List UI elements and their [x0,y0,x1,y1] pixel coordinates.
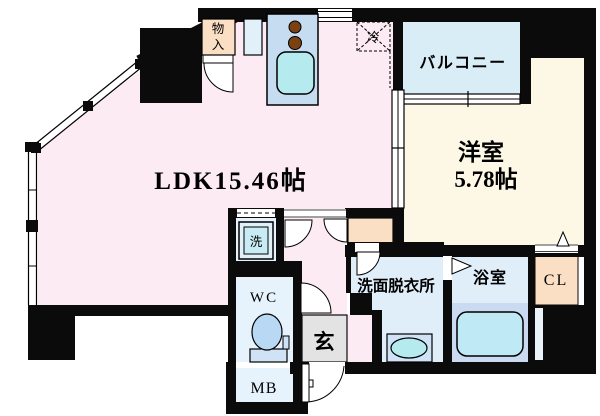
wall-segment [520,12,584,58]
toilet-bowl [251,313,283,351]
stove-burner [288,36,302,50]
labels: LDK15.46帖 洋室 5.78帖 バルコニー 洗面脱衣所 浴室 CL WC … [154,22,568,397]
wall-segment [443,250,452,363]
wall-segment [290,362,584,374]
opening-entrance [309,362,345,374]
wall-segment [293,277,302,362]
wall-segment [226,402,308,414]
pipe-strip [535,308,543,360]
opening-washroom [355,243,379,252]
label-washer: 洗 [250,235,263,249]
room-western [404,58,584,245]
wall-segment [535,305,584,363]
label-western-size: 5.78帖 [454,167,517,192]
label-storage-line1: 物 [212,22,225,36]
wall-segment [350,293,372,315]
label-entrance: 玄 [314,330,335,354]
room-entrance [301,314,348,363]
meter-box-area [236,368,293,402]
stove-burner [288,20,302,34]
label-storage-line2: 入 [212,38,225,52]
window-top [318,9,352,21]
wall-segment [528,250,535,363]
wall-segment [520,58,531,104]
door-washroom [356,251,381,276]
label-western-room: 洋室 [458,139,504,165]
door-storage-top [203,62,234,93]
opening-closet [535,244,578,253]
wall-segment [276,218,284,263]
storage-box-hall [347,217,394,247]
label-wc: WC [250,290,278,306]
refrigerator-space [356,21,391,88]
label-meter-box: MB [251,380,278,397]
wall-segment [372,310,382,363]
storage-box-top [201,18,236,56]
washer-machine [243,226,269,255]
wall-segment [584,8,596,374]
toilet-tank [249,348,288,363]
wall-segment [346,252,351,293]
wall-segment [226,362,236,414]
entrance-door-handle [308,379,314,388]
wall-segment [345,208,404,218]
fixtures [201,13,524,363]
entrance-door-leaf [301,363,310,403]
label-ldk: LDK15.46帖 [154,167,307,195]
wall-segment [28,305,230,316]
wall-segment [393,12,403,90]
door-storage-hall [323,218,348,243]
label-bathroom: 浴室 [473,268,507,287]
wall-segment [228,208,236,372]
entrance-door-swing [306,365,345,403]
door-wc [300,282,332,314]
wall-segment [28,305,75,360]
closet-door-marker [556,230,570,247]
bath-door-gap [443,256,452,280]
label-closet: CL [544,272,568,289]
room-balcony [402,12,520,96]
vanity-basin [390,337,428,359]
wall-segment [393,208,404,257]
hall-strip [346,315,372,362]
wall-segment [347,242,444,252]
door-hallway [284,219,313,248]
doors [202,52,381,403]
opening-washer-nook [237,209,275,217]
label-balcony: バルコニー [419,54,506,72]
toilet-handle [282,335,290,350]
opening-hallway [284,209,346,218]
side-cabinet [243,18,263,56]
label-refrigerator: 冷 [366,30,379,45]
label-washroom: 洗面脱衣所 [357,276,435,295]
windows-openings [25,9,578,374]
wall-segment [228,261,302,277]
bath-door-marker [451,257,473,275]
kitchen-sink [276,51,315,95]
bathtub [456,311,524,357]
